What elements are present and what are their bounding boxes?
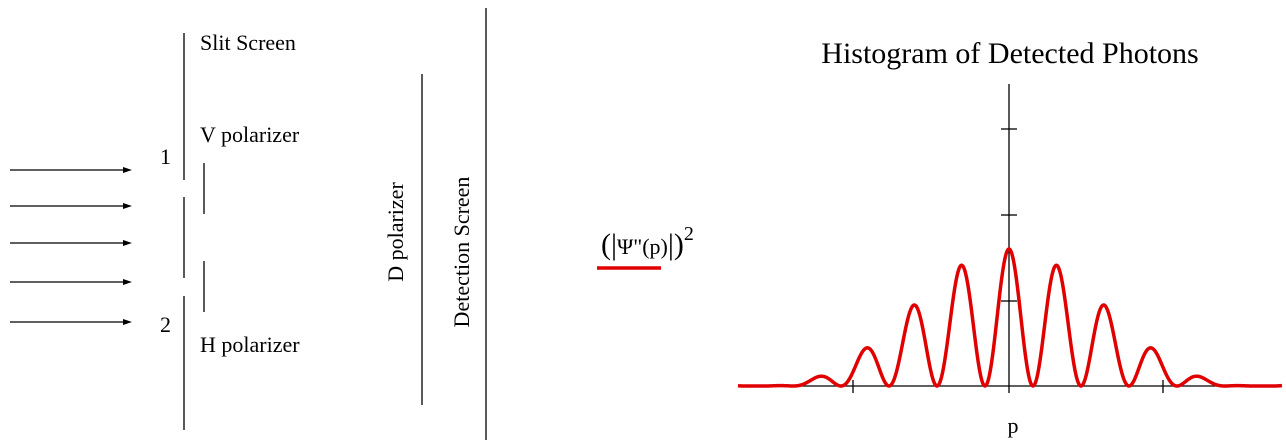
setup-diagram: Slit Screen V polarizer H polarizer 1 2 … [10,8,487,440]
d-polarizer-label: D polarizer [383,182,408,282]
slit-2-label: 2 [160,312,171,337]
chart-title: Histogram of Detected Photons [821,37,1198,70]
incoming-arrows [10,167,132,325]
incoming-arrow-2 [10,203,132,209]
slit-screen-label: Slit Screen [200,30,296,55]
histogram-chart: Histogram of Detected Photons (|Ψ"(p)|)2… [597,37,1284,438]
x-axis-label: p [1008,413,1019,438]
x-ticks [852,380,1164,393]
incoming-arrow-4 [10,279,132,285]
series-curve [736,247,1284,388]
incoming-arrow-1 [10,167,132,173]
h-polarizer-label: H polarizer [200,332,300,357]
svg-text:(|Ψ"(p)|)2: (|Ψ"(p)|)2 [601,223,694,261]
y-ticks [1001,128,1017,302]
incoming-arrow-3 [10,240,132,246]
y-label-close: |) [668,228,684,261]
slit-1-label: 1 [160,144,171,169]
y-label-open: (| [601,228,617,261]
y-label-psi: Ψ"(p) [617,234,668,259]
detection-screen-label: Detection Screen [449,177,474,328]
y-label-exponent: 2 [684,223,694,245]
v-polarizer-label: V polarizer [200,122,300,147]
incoming-arrow-5 [10,319,132,325]
y-axis-label: (|Ψ"(p)|)2 [597,223,694,270]
